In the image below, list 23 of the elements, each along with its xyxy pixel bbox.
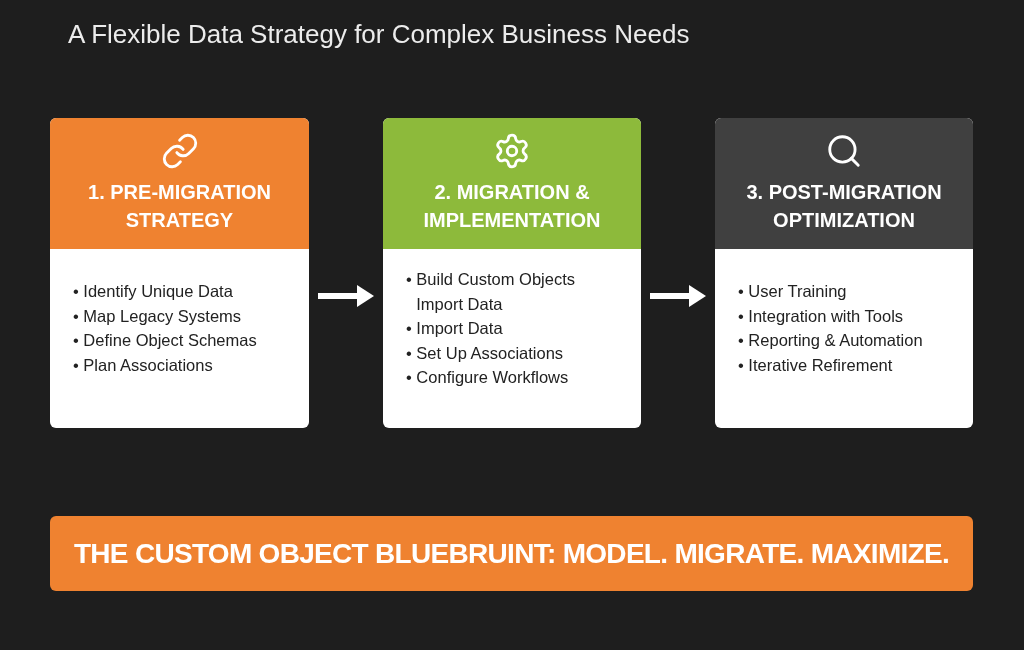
task-item: • Integration with Tools — [738, 305, 905, 327]
task-item: • Set Up Associations — [406, 342, 565, 364]
task-item: • Iterative Refirement — [738, 354, 894, 376]
flow-arrow — [650, 285, 706, 307]
task-item: • Reporting & Automation — [738, 330, 924, 351]
step-card — [383, 118, 641, 428]
page-title: A Flexible Data Strategy for Complex Business Needs — [68, 18, 690, 51]
task-item: • Map Legacy Systems — [73, 305, 243, 327]
task-item: • Configure Workflows — [406, 367, 570, 388]
slogan-banner — [50, 516, 973, 591]
step-card — [50, 118, 309, 428]
task-item: • Build Custom Objects Import Data — [406, 269, 576, 315]
task-item: • User Training — [738, 281, 848, 302]
slogan-text: THE CUSTOM OBJECT BLUEBRUINT: MODEL. MIGRATE. MAXIMIZE. — [73, 536, 950, 571]
step-card — [715, 118, 973, 428]
task-item: • Plan Associations — [73, 354, 214, 376]
step-heading: 2. MIGRATION & IMPLEMENTATION — [422, 180, 602, 233]
task-item: • Identify Unique Data — [73, 281, 234, 302]
task-item: • Import Data — [406, 318, 504, 339]
step-heading: 1. PRE-MIGRATION STRATEGY — [87, 180, 272, 233]
task-item: • Define Object Schemas — [73, 330, 258, 351]
step-heading: 3. POST-MIGRATION OPTIMIZATION — [745, 180, 943, 233]
flow-arrow — [318, 285, 374, 307]
